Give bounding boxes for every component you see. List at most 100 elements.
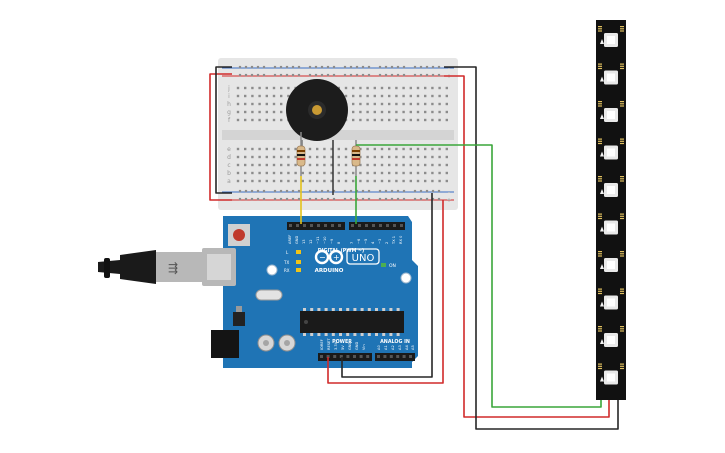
breadboard-hole — [316, 179, 319, 183]
breadboard-hole — [287, 171, 290, 175]
led-strip[interactable] — [596, 20, 626, 400]
breadboard-hole — [258, 155, 261, 159]
rail-sign-minus: - — [448, 189, 450, 196]
arrow-up-icon — [600, 76, 604, 82]
rail-hole — [285, 189, 289, 193]
led-pad — [620, 63, 624, 65]
arrow-up-icon — [600, 151, 604, 157]
breadboard-hole — [402, 86, 405, 90]
breadboard-hole — [294, 171, 297, 175]
led-pixel-core — [607, 148, 615, 157]
pin-label: 7 — [350, 242, 354, 244]
led-pad — [598, 217, 602, 220]
usb-plug-metal — [156, 252, 202, 282]
breadboard-hole — [280, 171, 283, 175]
header-pin — [320, 355, 323, 358]
breadboard-hole — [272, 110, 276, 114]
pin-label: ~6 — [357, 238, 361, 244]
analog-pin-labels: A0 A1 A2 A3 A4 A5 — [377, 345, 415, 350]
breadboard-hole — [359, 155, 362, 159]
header-pin — [402, 355, 406, 358]
header-pin — [289, 224, 292, 227]
rail-hole — [244, 197, 248, 201]
led-pixel-core — [607, 261, 615, 269]
header-pin — [358, 224, 361, 227]
rail-hole — [355, 65, 359, 69]
model-label: UNO — [352, 253, 375, 264]
chip-pin — [353, 308, 357, 311]
rail-hole — [297, 65, 301, 69]
led-pad — [598, 178, 602, 180]
breadboard-hole — [445, 147, 448, 151]
usb-port-inner — [207, 254, 231, 280]
chip-pin — [382, 308, 386, 311]
breadboard-hole — [265, 110, 268, 114]
rail-hole — [279, 189, 283, 193]
pin-label: 12 — [309, 239, 313, 244]
breadboard-hole — [388, 179, 391, 183]
header-pin — [389, 355, 393, 358]
breadboard-hole — [359, 171, 362, 175]
usb-cable[interactable]: ⇶ — [98, 250, 202, 284]
breadboard-hole — [265, 102, 268, 106]
arrow-up-icon — [600, 189, 604, 194]
breadboard-hole — [251, 171, 254, 175]
breadboard-hole — [373, 179, 376, 183]
rail-hole — [314, 197, 318, 201]
breadboard-hole — [402, 94, 405, 98]
led-pad — [598, 140, 602, 142]
breadboard-hole — [380, 86, 384, 90]
led-pad — [620, 178, 624, 180]
chip-pins — [303, 308, 400, 336]
header-pin — [393, 224, 396, 227]
breadboard-hole — [294, 155, 297, 159]
rail-hole — [238, 65, 242, 69]
resistor-1[interactable] — [296, 132, 306, 176]
led-pad — [598, 138, 602, 140]
breadboard-hole — [416, 118, 420, 122]
breadboard-hole — [280, 179, 283, 183]
breadboard-hole — [366, 94, 369, 98]
reset-button[interactable] — [233, 229, 245, 241]
rail-hole — [390, 73, 394, 77]
breadboard-hole — [416, 86, 420, 90]
breadboard-hole — [438, 86, 441, 90]
logo-plus-icon: + — [333, 253, 340, 262]
breadboard-hole — [344, 86, 348, 90]
breadboard-center-channel — [222, 130, 454, 140]
led-pixel-core — [607, 336, 615, 344]
breadboard-hole — [366, 163, 369, 167]
led-pixel-core — [607, 373, 615, 382]
row-letter: a — [227, 178, 231, 185]
led-pixel-core — [607, 73, 615, 82]
pin-label: A1 — [384, 345, 388, 350]
rail-hole — [349, 73, 353, 77]
breadboard-hole — [352, 86, 355, 90]
arrow-up-icon — [600, 301, 604, 307]
breadboard-hole — [337, 179, 340, 183]
rail-hole — [437, 189, 441, 193]
arrow-up-icon — [600, 39, 604, 44]
rail-hole — [262, 65, 266, 69]
resistor-band — [352, 154, 360, 156]
breadboard-hole — [280, 86, 283, 90]
rail-hole — [256, 189, 260, 193]
chip-pin — [303, 333, 306, 336]
rail-hole — [425, 65, 429, 69]
dc-power-jack[interactable] — [211, 330, 239, 358]
arduino-uno-board[interactable]: AREF GND 13 12 ~11 ~10 ~9 8 7 ~6 ~5 4 ~3… — [202, 216, 418, 368]
led-pad — [598, 292, 602, 295]
led-pad — [620, 67, 624, 70]
resistor-2[interactable] — [351, 140, 361, 176]
rail-hole — [349, 189, 353, 193]
rail-hole — [378, 73, 382, 77]
led-pad — [598, 26, 602, 28]
piezo-buzzer[interactable] — [286, 79, 348, 195]
breadboard-hole — [445, 171, 448, 175]
arrow-up-icon — [600, 114, 604, 119]
header-pin — [396, 355, 400, 358]
rail-hole — [291, 65, 295, 69]
digital-pin-holes — [289, 224, 403, 227]
breadboard-hole — [251, 102, 254, 106]
led-pad — [620, 365, 624, 367]
